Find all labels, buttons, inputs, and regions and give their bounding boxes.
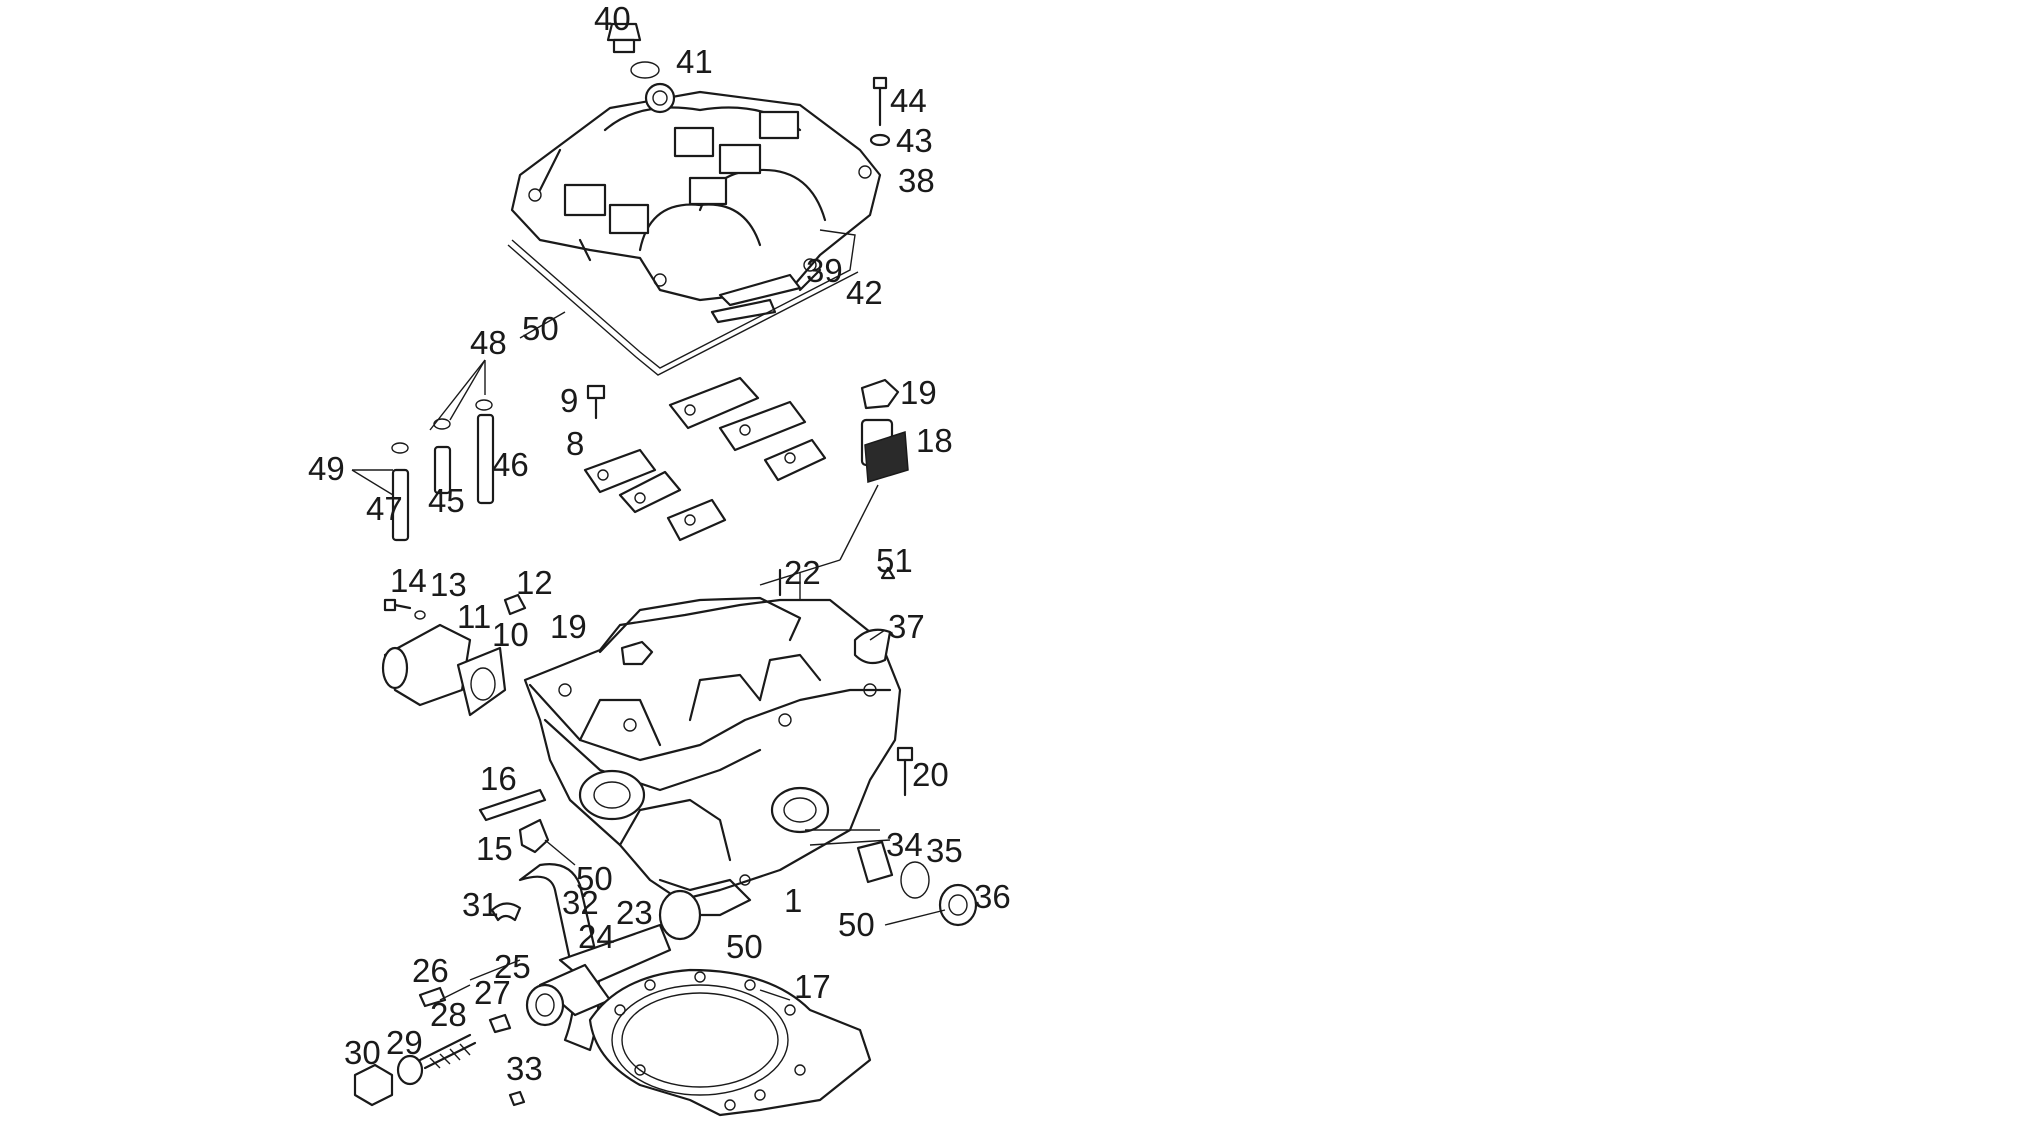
callout-42: 42 bbox=[846, 274, 883, 311]
callout-37: 37 bbox=[888, 608, 925, 645]
cylinder-head bbox=[523, 596, 902, 917]
callout-49: 49 bbox=[308, 450, 345, 487]
callout-24: 24 bbox=[578, 918, 615, 955]
callout-36: 36 bbox=[974, 878, 1011, 915]
callout-23: 23 bbox=[616, 894, 653, 931]
callout-8: 8 bbox=[566, 425, 584, 462]
intake-elbow bbox=[381, 623, 507, 717]
callout-48: 48 bbox=[470, 324, 507, 361]
callout-15: 15 bbox=[476, 830, 513, 867]
callout-32: 32 bbox=[562, 884, 599, 921]
leader-lines bbox=[439, 311, 946, 1001]
valve-guides bbox=[351, 359, 495, 542]
callout-50-head: 50 bbox=[576, 860, 613, 897]
callout-46: 46 bbox=[492, 446, 529, 483]
callout-44: 44 bbox=[890, 82, 927, 119]
cover-gasket bbox=[511, 229, 856, 369]
callout-50-plug: 50 bbox=[838, 906, 875, 943]
callout-51: 51 bbox=[876, 542, 913, 579]
head-bolt bbox=[896, 746, 914, 797]
callout-17: 17 bbox=[794, 968, 831, 1005]
callout-26: 26 bbox=[412, 952, 449, 989]
callout-45: 45 bbox=[428, 482, 465, 519]
callout-39: 39 bbox=[806, 252, 843, 289]
water-fitting bbox=[518, 818, 550, 854]
intake-screw bbox=[383, 593, 527, 620]
cover-plate bbox=[718, 273, 802, 307]
valve-cover bbox=[510, 82, 882, 324]
hose-screw bbox=[508, 1090, 526, 1107]
callout-1: 1 bbox=[784, 882, 802, 919]
drain-nut bbox=[353, 1054, 424, 1107]
callout-22: 22 bbox=[784, 554, 821, 591]
callout-50-cover: 50 bbox=[522, 310, 559, 347]
callout-10: 10 bbox=[492, 616, 529, 653]
callout-31: 31 bbox=[462, 886, 499, 923]
chain-tensioner bbox=[860, 378, 909, 483]
callout-11: 11 bbox=[457, 598, 491, 635]
callout-27: 27 bbox=[474, 974, 511, 1011]
cam-chain-guide bbox=[853, 628, 892, 665]
callout-25: 25 bbox=[494, 948, 531, 985]
cap-bolt bbox=[586, 384, 606, 420]
callout-34: 34 bbox=[886, 826, 923, 863]
cover-bolt bbox=[869, 76, 891, 147]
callout-19-mid: 19 bbox=[550, 608, 587, 645]
callout-14: 14 bbox=[390, 562, 427, 599]
thermostat-assembly bbox=[418, 889, 702, 1070]
head-nut bbox=[620, 640, 654, 666]
locating-pin bbox=[478, 788, 547, 822]
callout-35: 35 bbox=[926, 832, 963, 869]
callout-41: 41 bbox=[676, 43, 713, 80]
callout-labels: 40 41 44 43 38 39 42 50 48 9 19 18 8 49 … bbox=[308, 0, 1011, 1087]
callout-30: 30 bbox=[344, 1034, 381, 1071]
head-gasket bbox=[588, 968, 872, 1117]
callout-47: 47 bbox=[366, 490, 403, 527]
callout-40: 40 bbox=[594, 0, 631, 37]
callout-18: 18 bbox=[916, 422, 953, 459]
camshaft-plug bbox=[856, 840, 978, 927]
callout-43: 43 bbox=[896, 122, 933, 159]
callout-19-top: 19 bbox=[900, 374, 937, 411]
callout-29: 29 bbox=[386, 1024, 423, 1061]
callout-33: 33 bbox=[506, 1050, 543, 1087]
callout-16: 16 bbox=[480, 760, 517, 797]
callout-13: 13 bbox=[430, 566, 467, 603]
oil-filler-cap bbox=[606, 22, 660, 79]
callout-12: 12 bbox=[516, 564, 553, 601]
callout-50-bottom: 50 bbox=[726, 928, 763, 965]
camshaft-caps bbox=[583, 376, 827, 542]
callout-9: 9 bbox=[560, 382, 578, 419]
callout-38: 38 bbox=[898, 162, 935, 199]
callout-20: 20 bbox=[912, 756, 949, 793]
callout-28: 28 bbox=[430, 996, 467, 1033]
